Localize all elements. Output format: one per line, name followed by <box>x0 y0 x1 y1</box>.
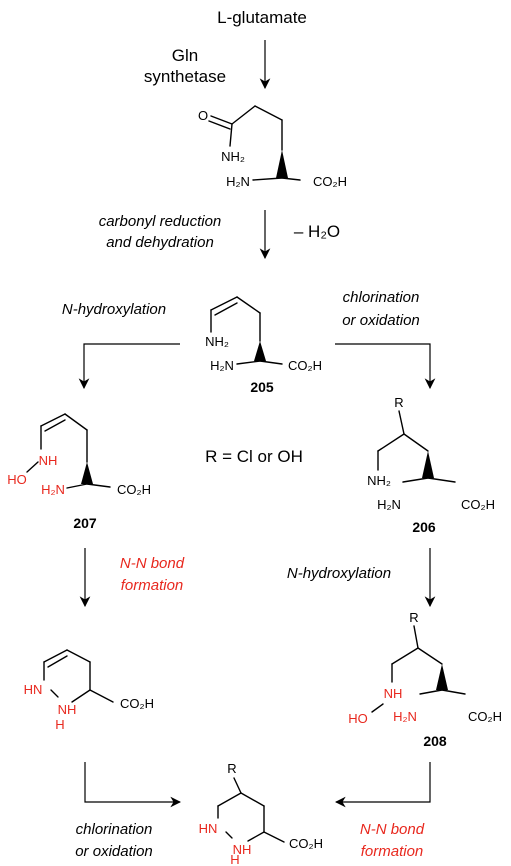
atom-CO2H: CO₂H <box>289 836 323 851</box>
compound-205-number: 205 <box>250 379 274 395</box>
glutamine-structure: O NH₂ H₂N CO₂H <box>198 105 347 189</box>
compound-208-number: 208 <box>423 733 447 749</box>
bottom-right-line1: N-N bond <box>360 821 425 838</box>
compound-207-structure: NH HO H₂N CO₂H <box>7 413 151 497</box>
atom-H: H <box>230 852 239 866</box>
enzyme-label-line1: Gln <box>172 46 198 65</box>
atom-R: R <box>227 761 236 776</box>
compound-205-structure: NH₂ H₂N CO₂H <box>205 296 322 373</box>
atom-CO2H: CO₂H <box>468 709 502 724</box>
atom-HN: HN <box>24 682 43 697</box>
atom-CO2H: CO₂H <box>461 497 495 512</box>
atom-R: R <box>409 610 418 625</box>
right-hydroxylation-label: N-hydroxylation <box>287 565 391 582</box>
atom-H: H <box>55 717 64 732</box>
tetrahydropyridazine-structure: HN NH H CO₂H <box>24 649 154 732</box>
arrow-208-to-product <box>334 762 431 808</box>
arrow-205-to-206 <box>335 343 436 390</box>
wedge-bond <box>422 451 434 478</box>
start-label: L-glutamate <box>217 8 307 27</box>
atom-H2N: H₂N <box>393 709 417 724</box>
atom-NH2: NH₂ <box>205 334 229 349</box>
right-branch-label-line1: chlorination <box>343 289 420 306</box>
atom-NH: NH <box>384 686 403 701</box>
compound-208-structure: R NH HO H₂N CO₂H <box>348 610 502 726</box>
water-loss: – H₂O <box>294 222 340 241</box>
atom-R: R <box>394 395 403 410</box>
atom-CO2H: CO₂H <box>288 358 322 373</box>
compound-206-number: 206 <box>412 519 436 535</box>
atom-H2N: H₂N <box>210 358 234 373</box>
atom-N: NH <box>233 842 252 857</box>
atom-H2N: H₂N <box>377 497 401 512</box>
bottom-left-line1: chlorination <box>76 821 153 838</box>
r-group-note: R = Cl or OH <box>205 447 303 466</box>
atom-O: O <box>198 108 208 123</box>
left-step-line2: formation <box>121 577 184 594</box>
atom-CO2H: CO₂H <box>313 174 347 189</box>
atom-NH2: NH₂ <box>367 473 391 488</box>
right-branch-label-line2: or oxidation <box>342 312 420 329</box>
bottom-right-line2: formation <box>361 843 424 860</box>
left-step-line1: N-N bond <box>120 555 185 572</box>
arrow-ring-to-product <box>84 762 182 808</box>
piperazic-acid-structure: R HN NH H CO₂H <box>199 761 323 866</box>
bottom-left-line2: or oxidation <box>75 843 153 860</box>
atom-NH2: NH₂ <box>221 149 245 164</box>
left-branch-label: N-hydroxylation <box>62 301 166 318</box>
step1-line2: and dehydration <box>106 234 214 251</box>
enzyme-label-line2: synthetase <box>144 67 226 86</box>
atom-H2N: H₂N <box>41 482 65 497</box>
compound-206-structure: R NH₂ H₂N CO₂H <box>367 395 495 512</box>
atom-CO2H: CO₂H <box>117 482 151 497</box>
atom-HO: HO <box>7 472 27 487</box>
atom-CO2H: CO₂H <box>120 696 154 711</box>
wedge-bond <box>276 150 288 178</box>
wedge-bond <box>81 462 93 484</box>
atom-N: NH <box>58 702 77 717</box>
atom-NH: NH <box>39 453 58 468</box>
wedge-bond <box>436 664 448 690</box>
atom-HN: HN <box>199 821 218 836</box>
step1-line1: carbonyl reduction <box>99 213 222 230</box>
wedge-bond <box>254 341 266 361</box>
compound-207-number: 207 <box>73 515 97 531</box>
atom-H2N: H₂N <box>226 174 250 189</box>
atom-HO: HO <box>348 711 368 726</box>
arrow-205-to-207 <box>78 343 180 390</box>
